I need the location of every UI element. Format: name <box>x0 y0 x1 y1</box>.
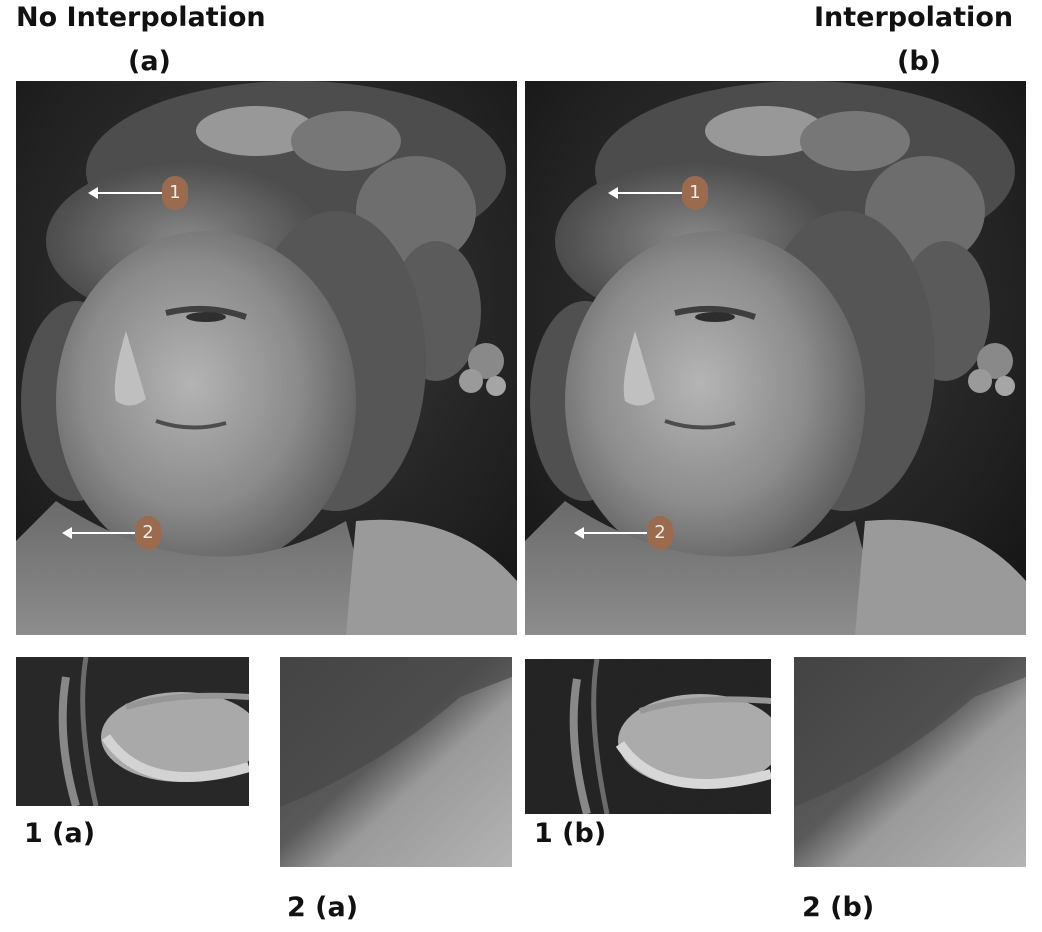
marker-1b-badge: 1 <box>682 176 708 210</box>
arrow-1-head <box>88 187 98 199</box>
arrow-2-head <box>62 527 72 539</box>
photo-interpolation <box>525 81 1026 635</box>
arrow-2 <box>70 532 136 534</box>
marker-1-badge: 1 <box>162 176 188 210</box>
left-panel-title: No Interpolation <box>16 2 266 33</box>
arrow-1 <box>96 192 164 194</box>
photo-no-interpolation <box>16 81 517 635</box>
arrow-1b-head <box>608 187 618 199</box>
arrow-1b <box>616 192 684 194</box>
right-panel-label: (b) <box>897 46 942 77</box>
crop-1b-caption: 1 (b) <box>534 818 607 849</box>
crop-2a <box>280 657 512 867</box>
marker-2b-badge: 2 <box>647 516 673 550</box>
arrow-2b <box>582 532 648 534</box>
crop-2b-caption: 2 (b) <box>802 892 875 923</box>
arrow-2b-head <box>574 527 584 539</box>
crop-2b <box>794 657 1026 867</box>
marker-2-badge: 2 <box>135 516 161 550</box>
crop-1a <box>16 657 249 806</box>
left-panel-label: (a) <box>128 46 171 77</box>
crop-1a-caption: 1 (a) <box>24 818 96 849</box>
crop-1b <box>525 659 771 814</box>
right-panel-title: Interpolation <box>814 2 1014 33</box>
crop-2a-caption: 2 (a) <box>287 892 359 923</box>
